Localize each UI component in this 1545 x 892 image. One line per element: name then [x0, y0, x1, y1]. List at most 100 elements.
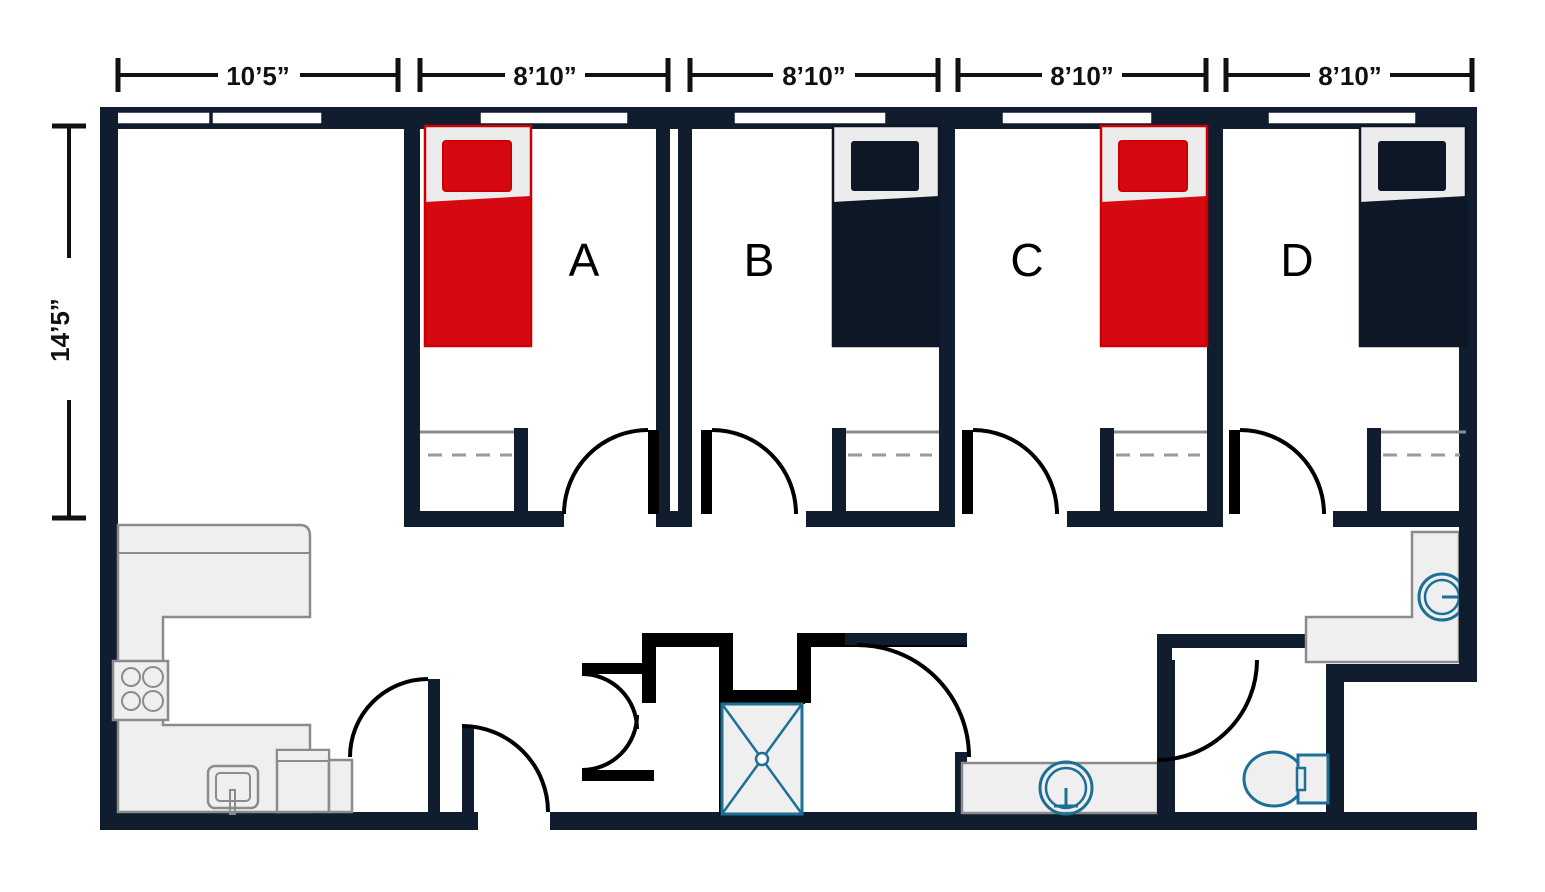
room-label-a: A — [569, 234, 600, 286]
kitchen — [111, 523, 550, 815]
hallway-door-leaf — [462, 726, 474, 812]
door-a[interactable] — [562, 428, 659, 515]
hallway-door[interactable] — [461, 724, 550, 813]
closet-c — [1100, 428, 1207, 514]
stove-burner — [142, 666, 164, 688]
closet-a — [420, 428, 528, 514]
kitchen-counter — [116, 523, 312, 814]
dimension-label-bedroom-c-width: 8’10” — [1050, 61, 1114, 91]
door-c-swing — [972, 428, 1059, 515]
dishwasher — [275, 748, 354, 814]
bed-b-pillow — [851, 141, 919, 191]
kitchen-sink-faucet — [229, 789, 236, 815]
wall-toilet-left — [1157, 634, 1175, 814]
bed-d — [1358, 124, 1468, 348]
toilet-room-door[interactable] — [1156, 659, 1259, 762]
bathroom-door-center-swing — [856, 643, 971, 758]
dimension-label-bedroom-d-width: 8’10” — [1318, 61, 1382, 91]
vanity-sink-rim — [1038, 760, 1094, 816]
door-a-swing — [562, 428, 649, 515]
wall-d-bottom — [1333, 511, 1477, 527]
bifold-door-sill — [582, 770, 654, 781]
bifold-leaf-lower — [581, 714, 639, 772]
window-group — [113, 111, 1417, 125]
wall-right-between — [1459, 511, 1477, 666]
door-d[interactable] — [1229, 428, 1326, 515]
room-d[interactable]: D — [1229, 124, 1468, 515]
kitchen-sink-basin-outer — [206, 764, 260, 810]
bed-c-pillow — [1118, 140, 1188, 192]
stove-burner — [121, 667, 141, 687]
vanity-center — [960, 760, 1160, 816]
wall-a-b-right — [678, 107, 692, 527]
wall-stubs — [1459, 511, 1477, 666]
shower — [720, 702, 804, 816]
toilet-room-walls — [1157, 634, 1337, 814]
window — [733, 111, 887, 125]
wall-right-lower — [1326, 664, 1344, 830]
window — [479, 111, 629, 125]
bedroom-partitions — [404, 107, 1477, 527]
entry-door-kitchen[interactable] — [348, 677, 440, 812]
wall-right-jog — [1326, 664, 1477, 682]
window — [1001, 111, 1153, 125]
hallway-door-swing — [461, 724, 550, 813]
bed-d-pillow — [1378, 141, 1446, 191]
kitchen-cabinet — [327, 758, 354, 814]
window — [113, 111, 211, 125]
bifold-door[interactable] — [581, 663, 654, 781]
toilet-room-door-swing — [1156, 659, 1259, 762]
dishwasher-panel — [276, 749, 330, 762]
stove-burner — [142, 690, 164, 712]
bed-c-outline — [1099, 124, 1209, 348]
dimension-row-vertical — [52, 123, 86, 521]
wall-c-bottom — [1067, 511, 1223, 527]
wall-bottom-left — [100, 812, 478, 830]
bed-a-pillow — [442, 140, 512, 192]
wall-bath-left-stub — [642, 633, 656, 703]
door-c[interactable] — [962, 428, 1059, 515]
bathroom-door-center-head — [845, 633, 967, 645]
stove-burner — [121, 691, 141, 711]
dimension-label-living-width: 10’5” — [226, 61, 290, 91]
door-b-swing — [711, 428, 798, 515]
bed-a — [423, 124, 533, 348]
wall-living-a — [404, 107, 420, 527]
closet-d — [1367, 428, 1466, 514]
bed-b — [831, 124, 941, 348]
bed-b-outline — [831, 124, 941, 348]
door-d-leaf — [1229, 430, 1240, 514]
kitchen-sink — [206, 764, 260, 815]
entry-door-kitchen-leaf — [428, 679, 440, 757]
wall-bath-upper-left — [642, 633, 726, 647]
room-label-d: D — [1280, 234, 1313, 286]
bed-a-outline — [423, 124, 533, 348]
door-b-leaf — [701, 430, 712, 514]
entry-door-kitchen-swing — [348, 677, 429, 758]
wall-b-bottom — [806, 511, 955, 527]
bed-c — [1099, 124, 1209, 348]
toilet-bowl — [1242, 750, 1306, 808]
wall-toilet-top — [1157, 634, 1337, 652]
door-c-leaf — [962, 430, 973, 514]
dimension-row-horizontal — [115, 58, 1475, 92]
window — [1267, 111, 1417, 125]
dimension-label-bedroom-depth: 14’5” — [45, 298, 75, 362]
wall-c-d — [1207, 107, 1223, 527]
door-a-leaf — [648, 430, 659, 514]
wall-ab-bottom — [656, 511, 692, 527]
room-a[interactable]: A — [420, 124, 659, 515]
wall-toilet-top-inner — [1172, 648, 1320, 660]
stove — [111, 659, 170, 722]
wall-left — [100, 107, 118, 830]
wall-bottom-right — [550, 812, 1477, 830]
door-b[interactable] — [701, 428, 798, 515]
room-b[interactable]: B — [701, 124, 941, 515]
room-c[interactable]: C — [962, 124, 1209, 515]
dimension-label-bedroom-b-width: 8’10” — [782, 61, 846, 91]
room-label-c: C — [1010, 234, 1043, 286]
bed-d-outline — [1358, 124, 1468, 348]
window — [211, 111, 323, 125]
wall-a-b-left — [656, 107, 670, 527]
